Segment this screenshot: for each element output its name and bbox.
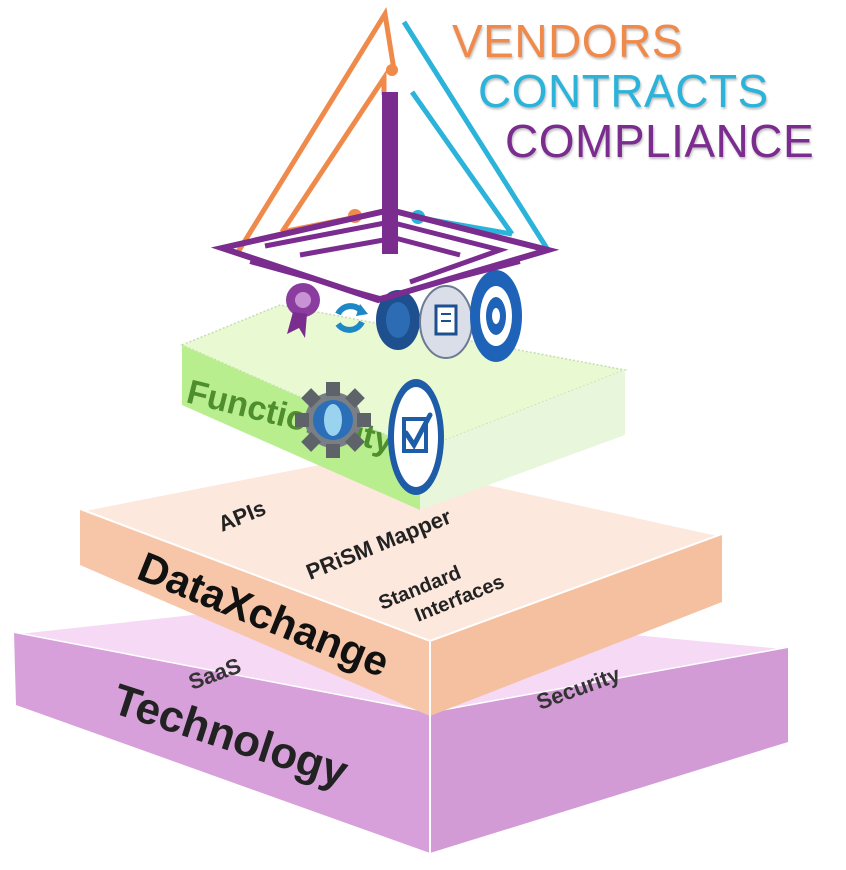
title-contracts: CONTRACTS (478, 65, 769, 117)
gear-icon (295, 382, 371, 458)
dataxchange-left-side (80, 510, 430, 716)
technology-right-side (430, 648, 788, 853)
target-icon (470, 270, 522, 362)
refresh-arrows-icon (335, 303, 368, 333)
circuit-pyramid-logo (210, 6, 560, 304)
technology-left-side (14, 633, 430, 853)
checklist-icon (388, 379, 444, 495)
title-compliance: COMPLIANCE (505, 115, 815, 167)
dataxchange-right-side (430, 535, 722, 716)
functionality-left-side (182, 345, 420, 510)
title-vendors: VENDORS (452, 15, 683, 67)
technology-layer: Technology SaaS Security (13, 600, 789, 853)
document-icon (419, 285, 473, 359)
circle-icon (376, 290, 420, 350)
ribbon-badge-icon (286, 283, 320, 338)
dataxchange-layer: DataXchange APIs PRiSM Mapper Standard I… (72, 452, 730, 716)
functionality-right-side (420, 370, 625, 510)
